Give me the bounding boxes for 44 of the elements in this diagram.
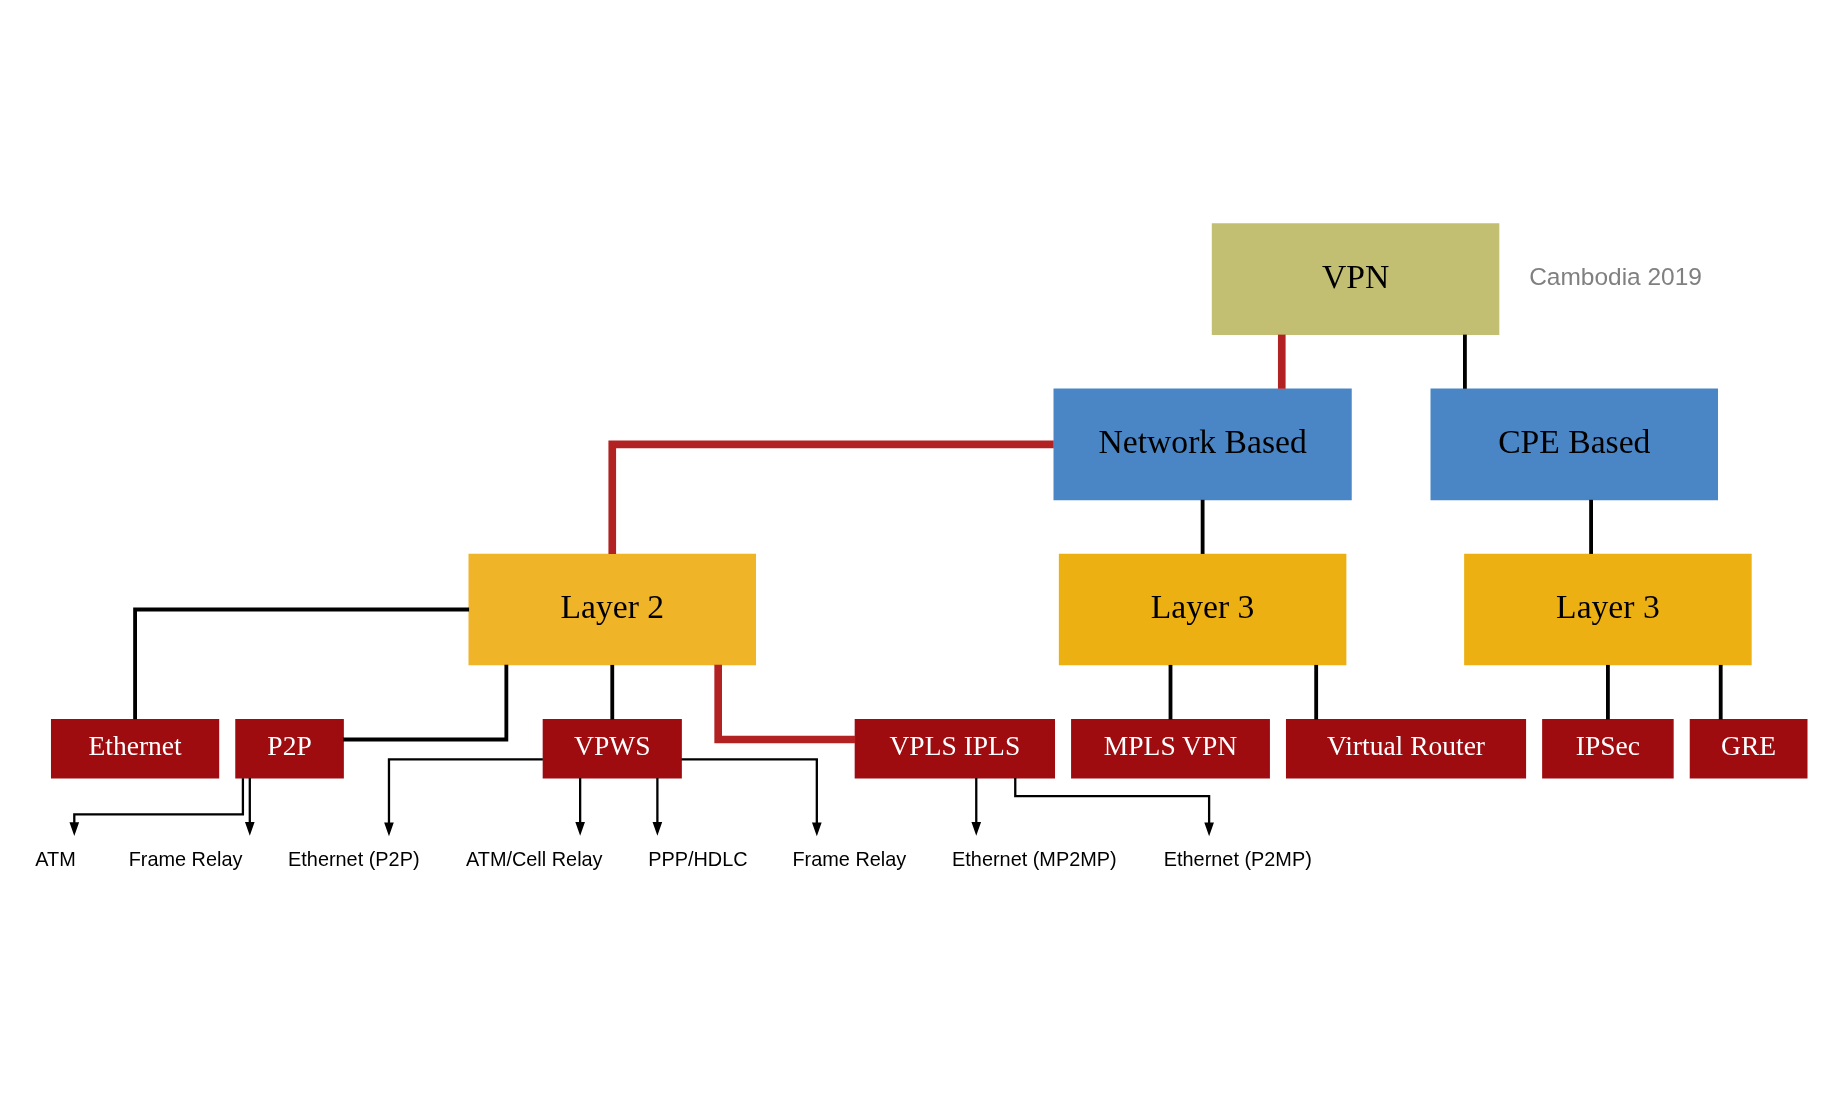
arrow xyxy=(1014,777,1214,836)
connector xyxy=(1277,334,1286,389)
arrow xyxy=(971,777,982,836)
connector xyxy=(1463,334,1467,389)
node-box: Network Based xyxy=(1053,388,1352,500)
node-text: ATM xyxy=(35,847,76,870)
node-box: Ethernet xyxy=(50,718,220,779)
connector xyxy=(133,607,470,719)
arrow xyxy=(69,777,245,836)
arrow xyxy=(681,757,822,836)
label: Cambodia 2019 xyxy=(1529,262,1702,290)
connector xyxy=(1200,499,1205,554)
node-box: CPE Based xyxy=(1430,388,1719,500)
node-box: Layer 3 xyxy=(1058,553,1347,665)
node-box: VPLS IPLS xyxy=(854,718,1056,779)
connector xyxy=(714,664,856,743)
node-box: VPWS xyxy=(542,718,682,779)
node-text: Ethernet (MP2MP) xyxy=(952,847,1117,870)
node-text: Ethernet (P2P) xyxy=(288,847,420,870)
arrow xyxy=(384,757,543,836)
node-text: Frame Relay xyxy=(792,847,907,870)
connector xyxy=(1606,664,1610,719)
connector xyxy=(1168,664,1173,719)
arrow xyxy=(652,777,663,836)
node-text: ATM/Cell Relay xyxy=(465,847,603,870)
connector xyxy=(1314,664,1319,719)
node-box: Layer 2 xyxy=(468,553,757,665)
node-text: Frame Relay xyxy=(128,847,243,870)
connector xyxy=(610,664,615,719)
connector xyxy=(343,664,509,741)
node-text: Ethernet (P2MP) xyxy=(1163,847,1312,870)
node-box: Layer 3 xyxy=(1464,553,1752,665)
node-box: P2P xyxy=(235,718,344,779)
arrow xyxy=(244,777,255,836)
connector xyxy=(608,440,1054,554)
node-box: MPLS VPN xyxy=(1071,718,1270,779)
node-box: Virtual Router xyxy=(1285,718,1527,779)
connector xyxy=(1589,499,1593,554)
node-box: GRE xyxy=(1689,718,1808,779)
node-box: IPSec xyxy=(1542,718,1674,779)
node-text: PPP/HDLC xyxy=(648,847,748,870)
node-box: VPN xyxy=(1211,222,1500,335)
arrow xyxy=(575,777,585,836)
connector xyxy=(1718,664,1723,719)
